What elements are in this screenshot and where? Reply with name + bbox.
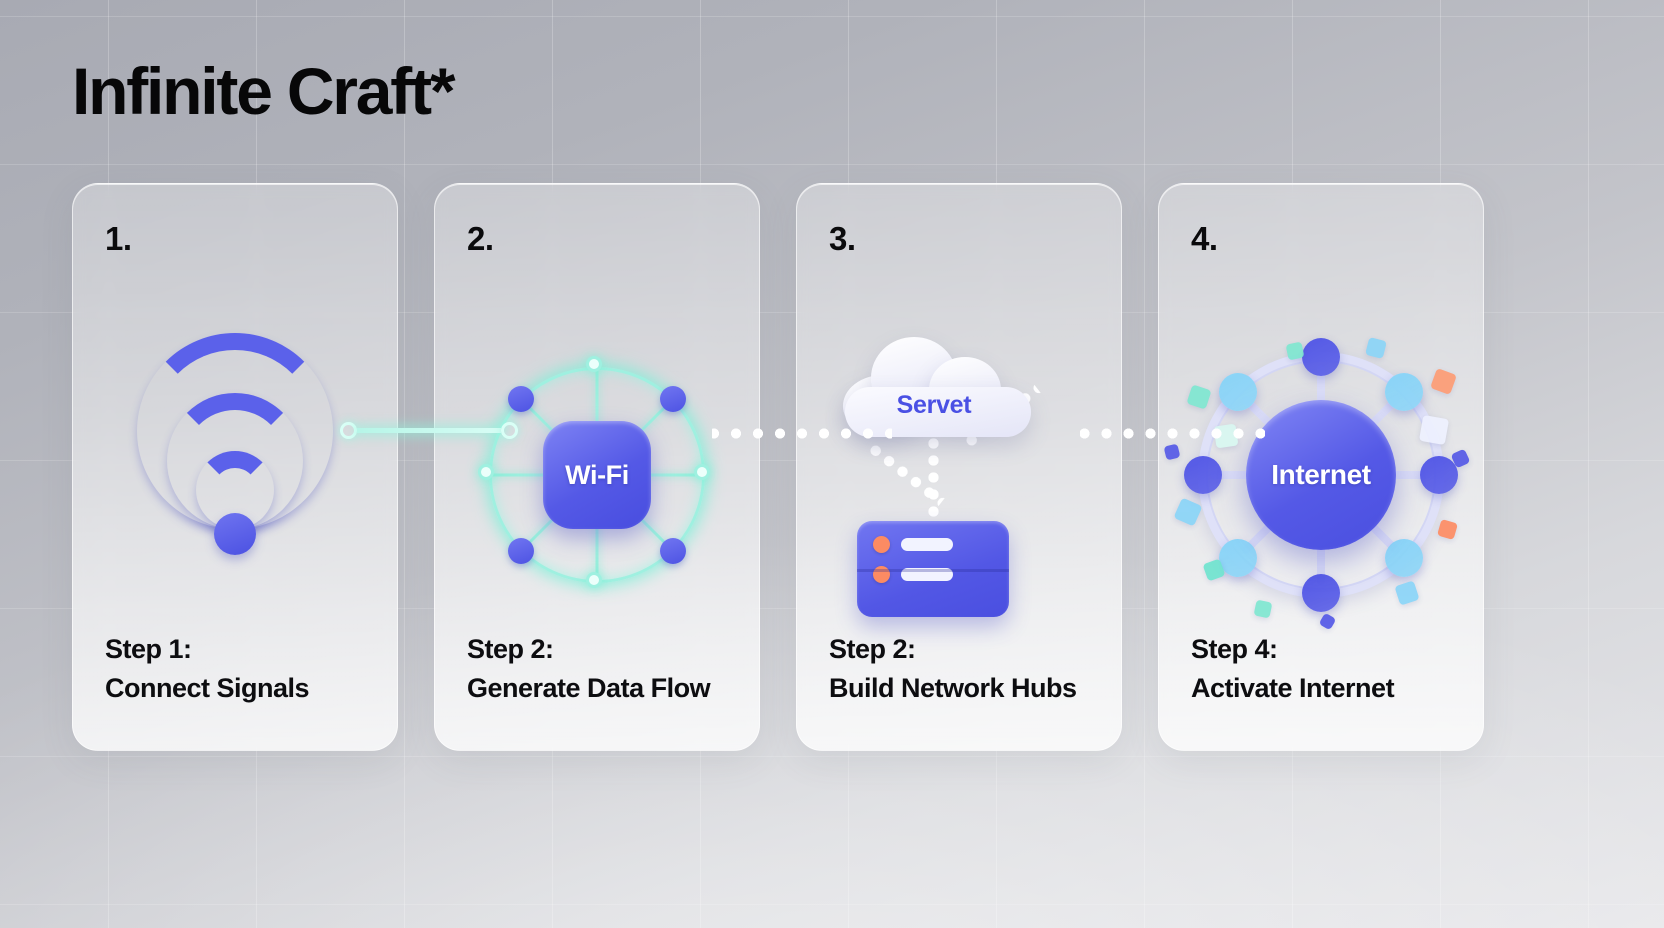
steps-container: 1. Step 1: Connect Signals 2. Wi-Fi Step…	[72, 183, 1594, 751]
step-title-1: Connect Signals	[105, 672, 310, 703]
connector-endpoint-left	[340, 421, 357, 439]
server-bar-2	[901, 568, 953, 581]
wifi-hub-icon: Wi-Fi	[435, 280, 759, 670]
globe-node	[1302, 338, 1340, 376]
hub-node-small	[694, 464, 710, 480]
wifi-badge: Wi-Fi	[543, 421, 651, 529]
connector-3-4	[1080, 423, 1265, 443]
step-card-4[interactable]: 4. Internet Step 4: Activate Internet	[1158, 183, 1484, 751]
step-caption-2: Step 2: Generate Data Flow	[467, 630, 739, 708]
step-caption-4: Step 4: Activate Internet	[1191, 630, 1463, 708]
step-number-1: 1.	[105, 220, 132, 257]
step-label-2: Step 2:	[467, 633, 554, 664]
page-title: Infinite Craft*	[72, 54, 456, 128]
connector-line	[357, 427, 501, 433]
cloud-server-icon: Servet	[797, 280, 1121, 670]
globe-confetti	[1253, 599, 1273, 619]
internet-badge: Internet	[1246, 400, 1396, 550]
step-label-3: Step 2:	[829, 633, 916, 664]
step-caption-1: Step 1: Connect Signals	[105, 630, 377, 708]
step-number-4: 4.	[1191, 220, 1218, 257]
cloud-shape: Servet	[837, 331, 1037, 437]
server-rack	[857, 521, 1009, 617]
step-number-3: 3.	[829, 220, 856, 257]
connector-dots	[1080, 427, 1265, 439]
globe-node	[1385, 539, 1424, 578]
connector-2-3	[712, 423, 892, 443]
hub-spoke	[595, 475, 599, 583]
globe-node	[1420, 456, 1458, 494]
hub-node-small	[478, 464, 494, 480]
internet-globe-icon: Internet	[1159, 280, 1483, 670]
step-label-4: Step 4:	[1191, 633, 1278, 664]
step-card-3[interactable]: 3. Servet Step	[796, 183, 1122, 751]
globe-confetti	[1318, 612, 1337, 631]
hub-node	[507, 538, 534, 565]
step-title-4: Activate Internet	[1191, 672, 1395, 703]
globe-confetti	[1365, 337, 1387, 359]
connector-1-2	[340, 420, 518, 440]
globe-node	[1385, 372, 1424, 411]
cloud-server-link-center	[925, 435, 942, 519]
hub-node	[660, 385, 687, 412]
cloud-label: Servet	[896, 390, 972, 419]
globe-confetti	[1418, 414, 1450, 446]
globe-confetti	[1173, 497, 1203, 527]
server-bar-1	[901, 538, 953, 551]
connector-endpoint-right	[501, 421, 518, 439]
globe-confetti	[1436, 518, 1459, 541]
step-card-2[interactable]: 2. Wi-Fi Step 2: Generate Data Flow	[434, 183, 760, 751]
globe-confetti	[1394, 580, 1420, 606]
globe-node	[1218, 372, 1257, 411]
connector-dots	[712, 427, 892, 439]
globe-confetti	[1430, 368, 1457, 395]
globe-confetti	[1186, 384, 1212, 410]
step-caption-3: Step 2: Build Network Hubs	[829, 630, 1101, 708]
hub-node-small	[586, 572, 602, 588]
globe-confetti	[1163, 443, 1181, 461]
step-title-2: Generate Data Flow	[467, 672, 711, 703]
step-label-1: Step 1:	[105, 633, 192, 664]
step-card-1[interactable]: 1. Step 1: Connect Signals	[72, 183, 398, 751]
step-title-3: Build Network Hubs	[829, 672, 1077, 703]
wifi-signal-icon	[73, 280, 397, 670]
server-led-2	[873, 566, 890, 583]
hub-node	[660, 538, 687, 565]
step-number-2: 2.	[467, 220, 494, 257]
globe-node	[1184, 456, 1222, 494]
server-led-1	[873, 536, 890, 553]
globe-node	[1218, 539, 1257, 578]
globe-node	[1302, 574, 1340, 612]
hub-node	[507, 385, 534, 412]
globe-confetti	[1285, 341, 1305, 361]
hub-node-small	[586, 356, 602, 372]
